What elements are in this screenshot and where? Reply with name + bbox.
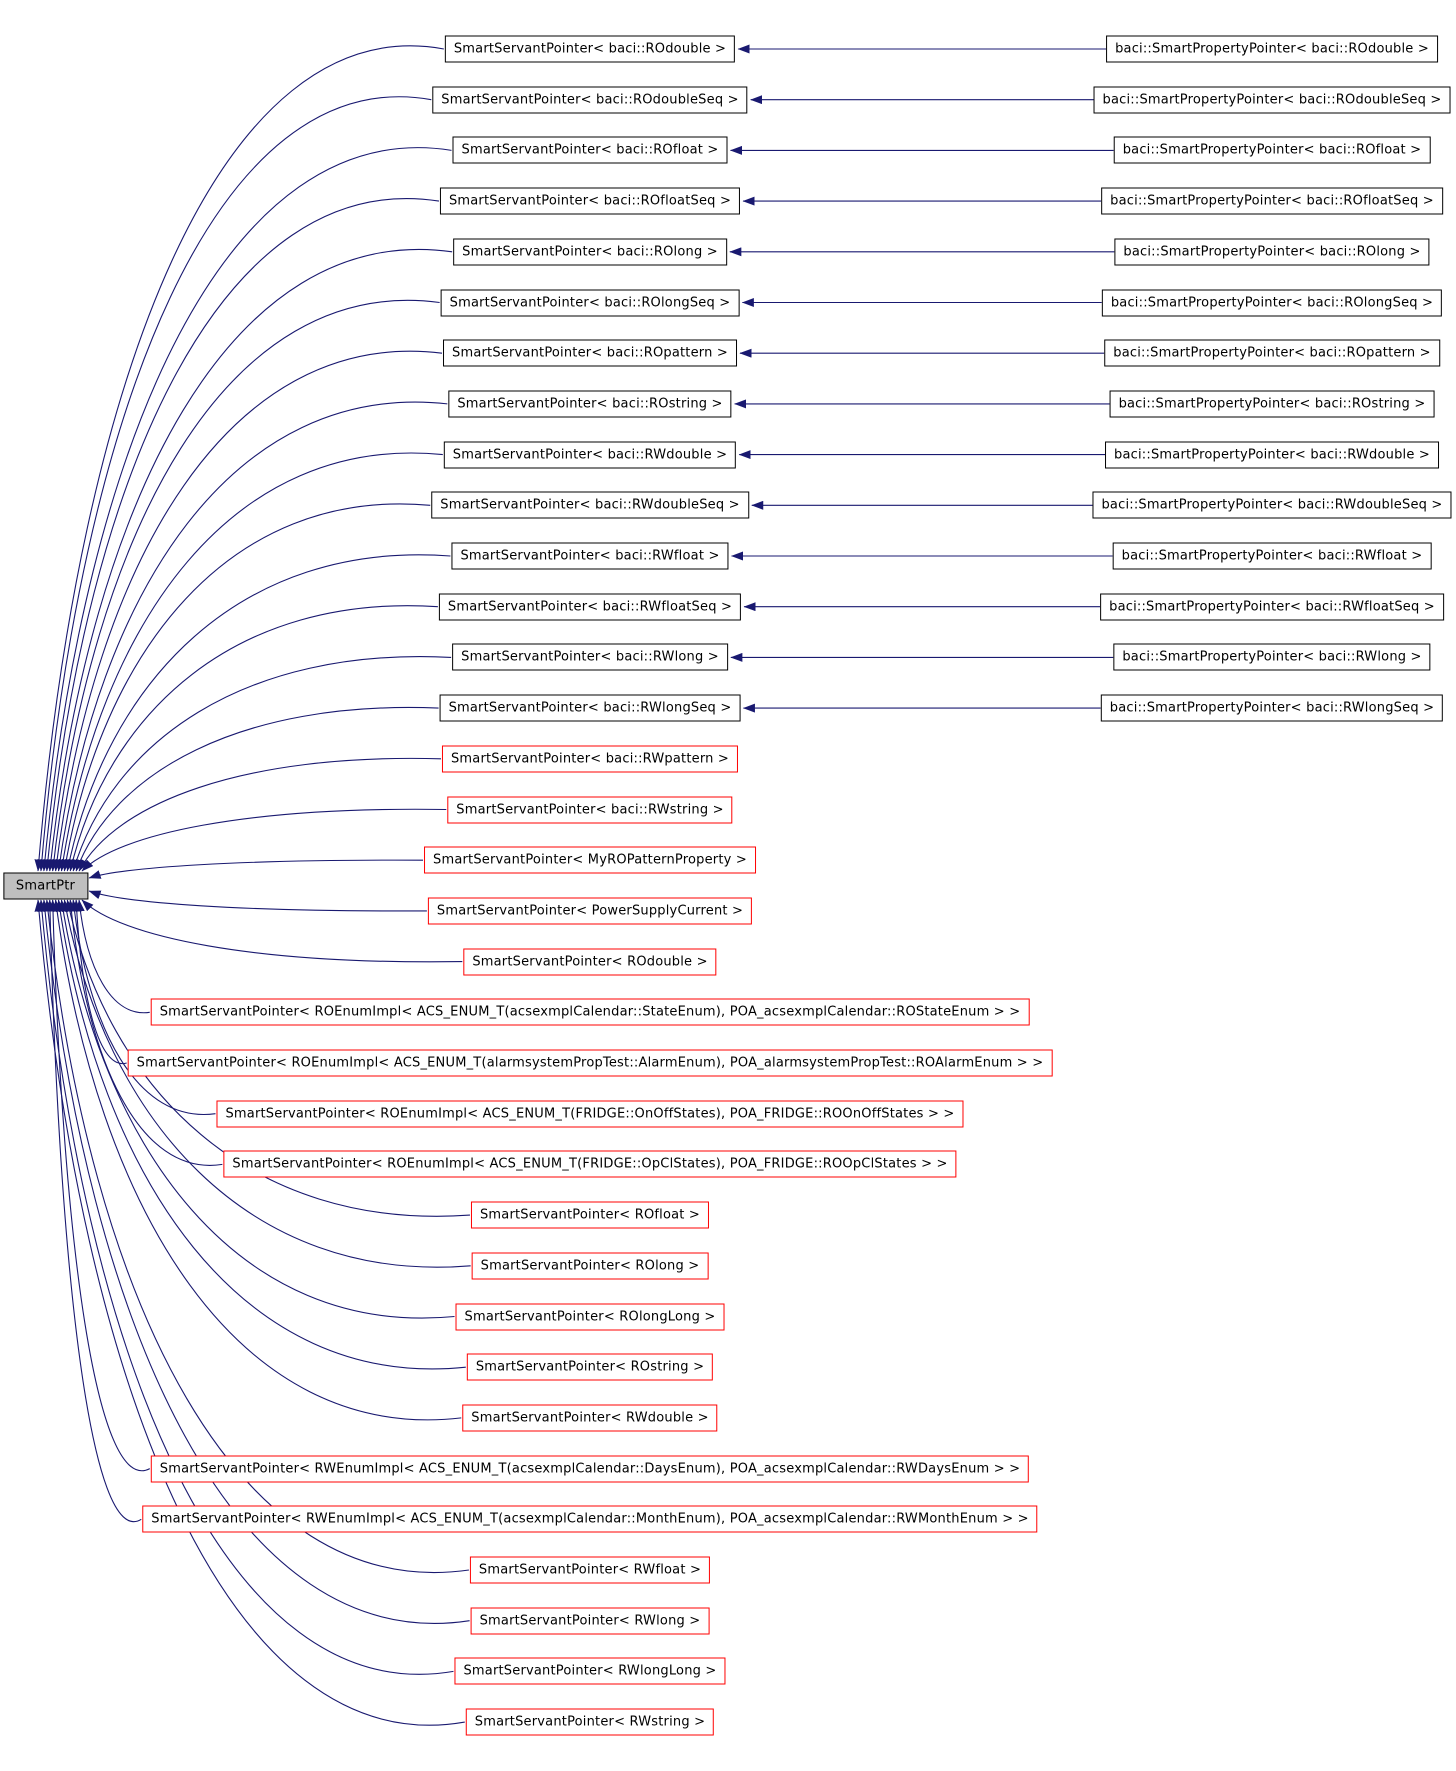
servant-node-18: SmartServantPointer< ROdouble > (463, 948, 717, 976)
edge-servant-to-root-28 (48, 899, 151, 1472)
edge-servant-to-root-3 (43, 198, 440, 872)
servant-node-2[interactable]: SmartServantPointer< baci::ROfloat > (452, 136, 728, 164)
edge-servant-to-root-27 (52, 899, 462, 1421)
servant-node-4[interactable]: SmartServantPointer< baci::ROlong > (453, 238, 727, 266)
servant-node-20: SmartServantPointer< ROEnumImpl< ACS_ENU… (127, 1049, 1053, 1077)
property-node-12[interactable]: baci::SmartPropertyPointer< baci::RWlong… (1113, 643, 1431, 671)
servant-node-6[interactable]: SmartServantPointer< baci::ROpattern > (443, 339, 737, 367)
edge-servant-to-root-7 (55, 401, 448, 872)
edge-servant-to-root-16 (88, 859, 424, 879)
servant-node-21: SmartServantPointer< ROEnumImpl< ACS_ENU… (216, 1100, 964, 1128)
servant-node-0[interactable]: SmartServantPointer< baci::ROdouble > (444, 35, 736, 63)
edge-servant-to-root-31 (40, 899, 470, 1624)
edge-servant-to-root-30 (43, 899, 469, 1573)
edge-servant-to-root-14 (78, 757, 441, 872)
edge-servant-to-root-12 (72, 656, 452, 872)
property-node-13[interactable]: baci::SmartPropertyPointer< baci::RWlong… (1100, 694, 1444, 722)
edge-servant-to-root-1 (37, 96, 432, 872)
property-node-11[interactable]: baci::SmartPropertyPointer< baci::RWfloa… (1100, 593, 1444, 621)
edge-servant-to-root-0 (34, 45, 444, 872)
servant-node-16: SmartServantPointer< MyROPatternProperty… (424, 846, 756, 874)
servant-node-9[interactable]: SmartServantPointer< baci::RWdoubleSeq > (431, 491, 749, 519)
property-node-3[interactable]: baci::SmartPropertyPointer< baci::ROfloa… (1101, 187, 1443, 215)
property-node-5[interactable]: baci::SmartPropertyPointer< baci::ROlong… (1101, 289, 1443, 316)
servant-node-23: SmartServantPointer< ROfloat > (470, 1201, 710, 1229)
property-node-2[interactable]: baci::SmartPropertyPointer< baci::ROfloa… (1113, 136, 1431, 164)
edge-servant-to-root-20 (72, 899, 127, 1065)
servant-node-24: SmartServantPointer< ROlong > (471, 1252, 709, 1280)
edge-servant-to-root-29 (45, 899, 142, 1523)
servant-node-13[interactable]: SmartServantPointer< baci::RWlongSeq > (439, 694, 741, 722)
edge-servant-to-root-9 (61, 503, 431, 872)
property-node-4[interactable]: baci::SmartPropertyPointer< baci::ROlong… (1114, 238, 1430, 266)
edge-servant-to-root-19 (75, 899, 150, 1014)
edge-servant-to-root-24 (62, 899, 471, 1268)
property-node-1[interactable]: baci::SmartPropertyPointer< baci::ROdoub… (1093, 86, 1451, 114)
servant-node-27: SmartServantPointer< RWdouble > (462, 1404, 718, 1432)
property-node-7[interactable]: baci::SmartPropertyPointer< baci::ROstri… (1109, 390, 1435, 418)
servant-node-32: SmartServantPointer< RWlongLong > (454, 1657, 726, 1685)
property-node-9[interactable]: baci::SmartPropertyPointer< baci::RWdoub… (1092, 491, 1452, 519)
servant-node-14: SmartServantPointer< baci::RWpattern > (441, 745, 739, 773)
edge-servant-to-root-11 (68, 605, 438, 872)
servant-node-8[interactable]: SmartServantPointer< baci::RWdouble > (443, 441, 737, 469)
servant-node-22: SmartServantPointer< ROEnumImpl< ACS_ENU… (223, 1150, 957, 1178)
servant-node-19: SmartServantPointer< ROEnumImpl< ACS_ENU… (150, 998, 1030, 1026)
edge-servant-to-root-26 (55, 899, 466, 1370)
servant-node-17: SmartServantPointer< PowerSupplyCurrent … (427, 897, 753, 925)
edge-servant-to-root-6 (52, 350, 443, 872)
edge-servant-to-root-18 (81, 899, 463, 963)
edge-servant-to-root-2 (40, 147, 452, 872)
servant-node-1[interactable]: SmartServantPointer< baci::ROdoubleSeq > (432, 86, 748, 114)
servant-node-12[interactable]: SmartServantPointer< baci::RWlong > (452, 643, 728, 671)
servant-node-33: SmartServantPointer< RWstring > (465, 1708, 715, 1736)
property-node-6[interactable]: baci::SmartPropertyPointer< baci::ROpatt… (1104, 339, 1440, 367)
servant-node-11[interactable]: SmartServantPointer< baci::RWfloatSeq > (438, 593, 742, 621)
edge-servant-to-root-10 (65, 554, 451, 872)
edge-servant-to-root-15 (81, 808, 447, 872)
property-node-8[interactable]: baci::SmartPropertyPointer< baci::RWdoub… (1105, 441, 1439, 469)
edge-servant-to-root-8 (58, 452, 443, 872)
servant-node-30: SmartServantPointer< RWfloat > (469, 1556, 711, 1584)
servant-node-15: SmartServantPointer< baci::RWstring > (447, 796, 733, 823)
property-node-0[interactable]: baci::SmartPropertyPointer< baci::ROdoub… (1106, 35, 1438, 63)
servant-node-28: SmartServantPointer< RWEnumImpl< ACS_ENU… (150, 1455, 1030, 1483)
edge-servant-to-root-23 (65, 899, 471, 1217)
servant-node-25: SmartServantPointer< ROlongLong > (455, 1303, 725, 1330)
servant-node-31: SmartServantPointer< RWlong > (470, 1607, 710, 1635)
edge-servant-to-root-25 (58, 899, 455, 1319)
servant-node-7[interactable]: SmartServantPointer< baci::ROstring > (448, 390, 732, 418)
edge-servant-to-root-4 (46, 249, 453, 872)
servant-node-5[interactable]: SmartServantPointer< baci::ROlongSeq > (440, 289, 740, 316)
edge-servant-to-root-17 (88, 890, 427, 912)
servant-node-26: SmartServantPointer< ROstring > (466, 1353, 714, 1381)
servant-node-3[interactable]: SmartServantPointer< baci::ROfloatSeq > (439, 187, 741, 215)
edge-servant-to-root-13 (75, 706, 439, 872)
root-node: SmartPtr (2, 872, 89, 899)
servant-node-29: SmartServantPointer< RWEnumImpl< ACS_ENU… (142, 1505, 1038, 1533)
edge-servant-to-root-22 (66, 899, 223, 1166)
edge-servant-to-root-5 (49, 299, 440, 872)
servant-node-10[interactable]: SmartServantPointer< baci::RWfloat > (451, 542, 729, 570)
property-node-10[interactable]: baci::SmartPropertyPointer< baci::RWfloa… (1112, 542, 1432, 570)
